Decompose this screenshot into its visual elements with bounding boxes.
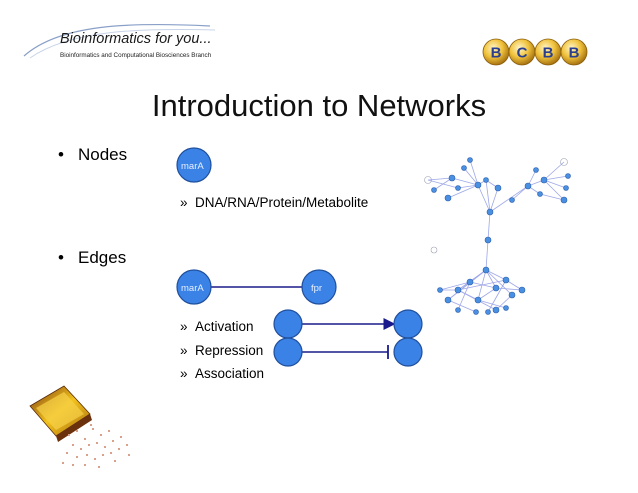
header-title: Bioinformatics for you...	[60, 31, 212, 47]
chevron-icon: »	[180, 195, 188, 210]
header-swoosh-icon	[23, 23, 216, 59]
logo-letter-1: B	[491, 45, 502, 62]
bullet-dot-icon: •	[58, 248, 64, 267]
edge-type-repression-text: Repression	[195, 343, 264, 358]
edge-type-activation-text: Activation	[195, 319, 254, 334]
activation-source-node	[273, 309, 303, 339]
chevron-icon: »	[180, 343, 188, 358]
header-subtitle: Bioinformatics and Computational Bioscie…	[60, 52, 212, 59]
edge-node-b: fpr	[301, 269, 337, 305]
chevron-icon: »	[180, 366, 188, 381]
edge-type-activation: » Activation	[180, 319, 254, 334]
logo-bead-4: B	[560, 38, 588, 66]
edge-node-a-label: marA	[181, 283, 204, 294]
chevron-icon: »	[180, 319, 188, 334]
network-graph-icon	[424, 157, 571, 315]
node-example: marA	[176, 147, 212, 183]
logo-letter-2: C	[517, 45, 528, 62]
edge-type-association-text: Association	[195, 366, 265, 381]
logo-bead-3: B	[534, 38, 562, 66]
logo-bead-1: B	[482, 38, 510, 66]
book-decoration-icon	[29, 385, 130, 468]
edge-node-b-label: fpr	[311, 283, 322, 294]
nodes-subitem-text: DNA/RNA/Protein/Metabolite	[195, 195, 369, 210]
edge-type-repression: » Repression	[180, 343, 263, 358]
edge-node-a: marA	[176, 269, 212, 305]
bullet-dot-icon: •	[58, 145, 64, 164]
nodes-subitem: » DNA/RNA/Protein/Metabolite	[180, 195, 368, 210]
logo-letter-4: B	[569, 45, 580, 62]
bullet-edges-label: Edges	[78, 248, 127, 267]
edge-type-association: » Association	[180, 366, 264, 381]
repression-source-node	[273, 337, 303, 367]
repression-target-node	[393, 337, 423, 367]
bullet-nodes: • Nodes	[58, 145, 127, 165]
bcbb-logo-icon: B C B B	[482, 38, 588, 66]
bullet-edges: • Edges	[58, 248, 126, 268]
logo-bead-2: C	[508, 38, 536, 66]
slide-title: Introduction to Networks	[151, 88, 487, 123]
node-example-label: marA	[181, 161, 204, 172]
bullet-nodes-label: Nodes	[78, 145, 128, 164]
logo-letter-3: B	[543, 45, 554, 62]
